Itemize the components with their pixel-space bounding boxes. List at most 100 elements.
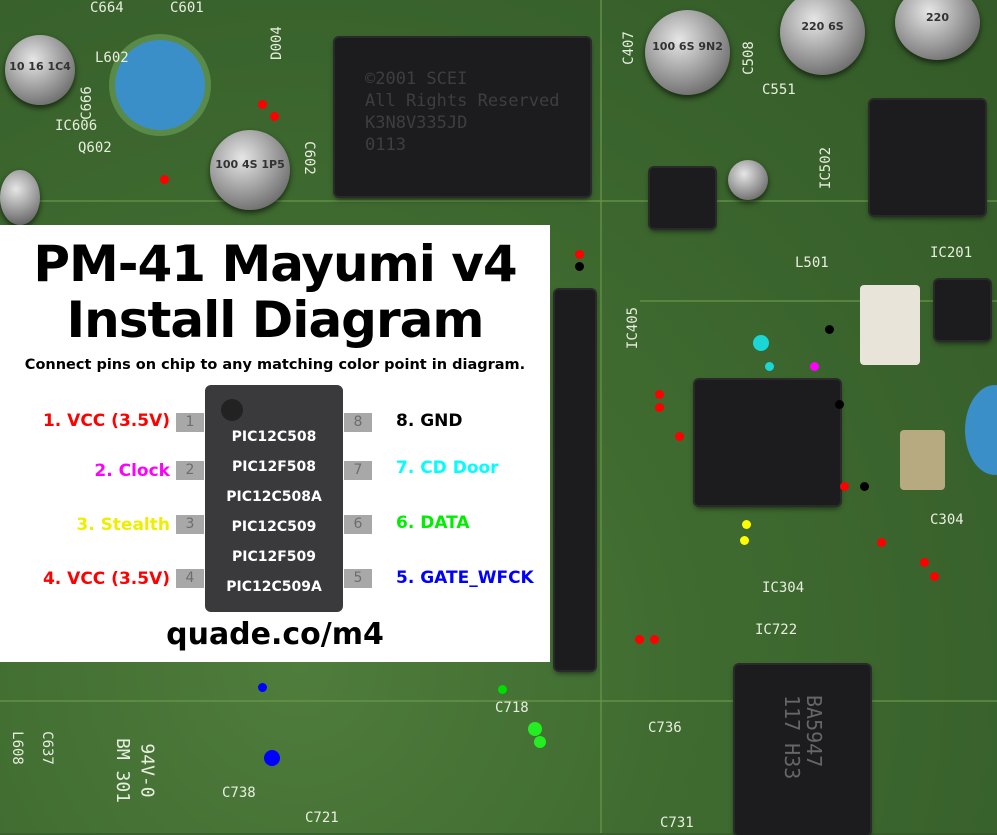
gate-wfck-point: [264, 750, 280, 766]
capacitor: [728, 160, 768, 200]
pin1-notch: [221, 399, 243, 421]
silkscreen-label: C736: [648, 720, 682, 736]
vcc-point: [920, 558, 929, 567]
vcc-point: [655, 390, 664, 399]
capacitor: 100 6S 9N2: [645, 10, 730, 95]
silkscreen-label: C718: [495, 700, 529, 716]
silkscreen-label: D004: [268, 26, 285, 60]
diagram-title-line2: Install Diagram: [66, 291, 485, 349]
silkscreen-label: C304: [930, 512, 964, 528]
pin-3: 3: [176, 515, 204, 534]
silkscreen-label: IC502: [818, 146, 835, 190]
vcc-point: [635, 635, 644, 644]
vcc-point: [877, 538, 886, 547]
gnd-point: [575, 262, 584, 271]
source-url: quade.co/m4: [166, 617, 384, 652]
silkscreen-label: IC405: [625, 306, 642, 350]
qfp-ic: [870, 100, 985, 215]
silkscreen-label: C601: [170, 0, 204, 16]
small-ic: [650, 168, 715, 228]
chip-model: PIC12F509: [231, 549, 316, 565]
install-diagram-panel: PM-41 Mayumi v4 Install Diagram Connect …: [0, 225, 550, 662]
silkscreen-label: L602: [95, 50, 129, 66]
capacitor: 220 6S: [780, 0, 865, 75]
silkscreen-label: C551: [762, 82, 796, 98]
diagram-title-line1: PM-41 Mayumi v4: [33, 235, 517, 293]
vcc-point: [575, 250, 584, 259]
pin-4: 4: [176, 569, 204, 588]
chip-model: PIC12F508: [231, 459, 316, 475]
pin-1-label: 1. VCC (3.5V): [42, 411, 170, 431]
data-point: [498, 685, 507, 694]
crystal: [900, 430, 945, 490]
silkscreen-label: L501: [795, 255, 829, 271]
stealth-point: [742, 520, 751, 529]
gate-wfck-point: [258, 683, 267, 692]
silkscreen-label: IC304: [762, 580, 805, 596]
silkscreen-label: IC722: [755, 622, 798, 638]
vcc-point: [930, 572, 939, 581]
capacitor: 220: [895, 0, 980, 60]
capacitor: 10 16 1C4: [5, 35, 75, 105]
chip-model: PIC12C509A: [226, 579, 322, 595]
chip-model: PIC12C509: [231, 519, 317, 535]
pin-4-label: 4. VCC (3.5V): [42, 569, 170, 589]
pcb-trace: [640, 300, 997, 302]
data-point: [528, 722, 542, 736]
silkscreen-label: C721: [305, 810, 339, 826]
ceramic-component: [860, 285, 920, 365]
stealth-point: [740, 536, 749, 545]
gnd-point: [825, 325, 834, 334]
pin-1: 1: [176, 413, 204, 432]
chip-model: PIC12C508: [231, 429, 317, 445]
pin-5-label: 5. GATE_WFCK: [396, 568, 534, 588]
vcc-point: [840, 482, 849, 491]
gnd-point: [835, 400, 844, 409]
small-ic: [935, 280, 990, 340]
chip-model: PIC12C508A: [226, 489, 322, 505]
silkscreen-label: L608: [8, 731, 25, 765]
cd-door-point: [753, 335, 769, 351]
silkscreen-label: IC201: [930, 245, 973, 261]
pic-chip: PIC12C508 PIC12F508 PIC12C508A PIC12C509…: [205, 385, 343, 612]
silkscreen-label: C731: [660, 815, 694, 831]
diagram-subtitle: Connect pins on chip to any matching col…: [24, 357, 526, 373]
pin-7: 7: [344, 461, 372, 480]
capacitor: 100 4S 1P5: [210, 130, 290, 210]
pin-7-label: 7. CD Door: [396, 458, 499, 478]
pin-2: 2: [176, 461, 204, 480]
vcc-point: [270, 112, 279, 121]
center-qfp-ic: [695, 380, 840, 505]
main-ic: ©2001 SCEI All Rights Reserved K3N8V335J…: [335, 38, 590, 196]
vcc-point: [675, 432, 684, 441]
pcb-trace: [0, 200, 997, 202]
pin-8: 8: [344, 413, 372, 432]
silkscreen-label: 94V-0: [136, 743, 158, 798]
data-point: [534, 736, 546, 748]
silkscreen-label: C637: [38, 731, 55, 765]
silkscreen-label: IC606: [55, 118, 98, 134]
silkscreen-label: C407: [620, 31, 637, 65]
silkscreen-label: C738: [222, 785, 256, 801]
pin-3-label: 3. Stealth: [76, 515, 170, 535]
vcc-point: [160, 175, 169, 184]
vcc-point: [650, 635, 659, 644]
silkscreen-label: C666: [78, 86, 95, 120]
large-qfp-ic: [555, 290, 595, 670]
pin-8-label: 8. GND: [396, 411, 463, 431]
pin-6-label: 6. DATA: [396, 513, 470, 533]
pcb-trace: [0, 700, 997, 702]
pin-5: 5: [344, 569, 372, 588]
silkscreen-label: C508: [740, 41, 757, 75]
silkscreen-label: Q602: [78, 140, 112, 156]
pin-2-label: 2. Clock: [94, 461, 170, 481]
mounting-hole: [115, 40, 205, 130]
mounting-hole: [965, 385, 997, 475]
vcc-point: [258, 100, 267, 109]
capacitor: [0, 170, 40, 225]
pin-6: 6: [344, 515, 372, 534]
silkscreen-label: BM 301: [112, 737, 134, 804]
cd-door-point: [765, 362, 774, 371]
pcb-trace: [600, 0, 602, 833]
clock-point: [810, 362, 819, 371]
